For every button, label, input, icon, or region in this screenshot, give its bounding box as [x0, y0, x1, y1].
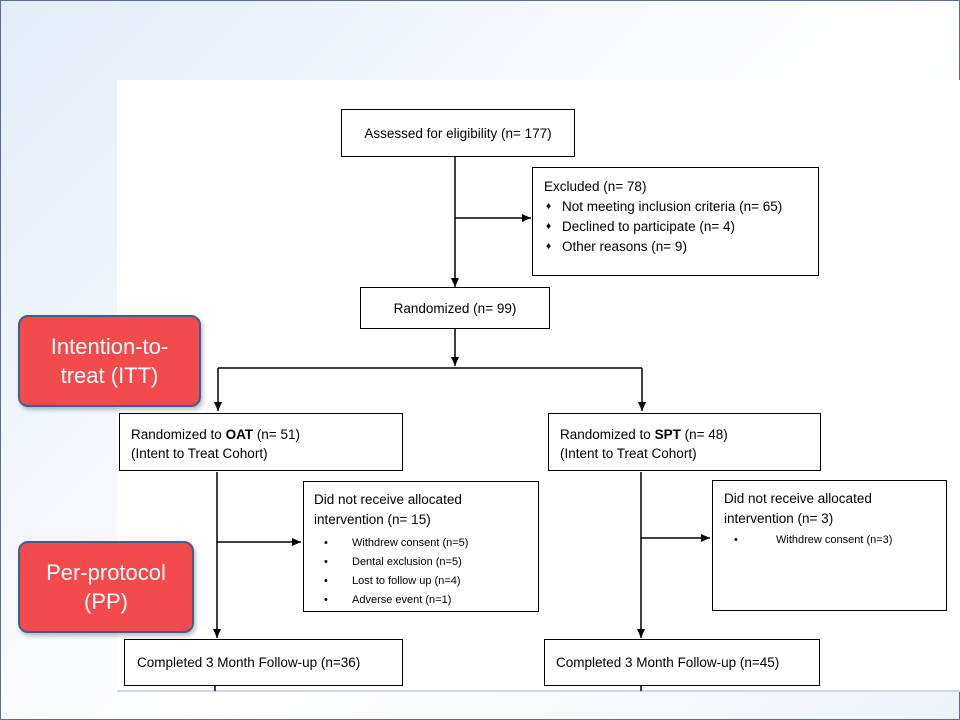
oat-dropout-item: Lost to follow up (n=4) — [314, 572, 538, 591]
assessed-label: Assessed for eligibility (n= 177) — [364, 125, 552, 141]
randomized-box: Randomized (n= 99) — [360, 287, 550, 329]
oat-prefix: Randomized to — [131, 427, 226, 442]
oat-dropout-item: Adverse event (n=1) — [314, 591, 538, 610]
excluded-item: Other reasons (n= 9) — [544, 239, 818, 259]
spt-dropout-list: Withdrew consent (n=3) — [724, 531, 946, 550]
spt-count: (n= 48) — [680, 427, 728, 442]
assessed-box: Assessed for eligibility (n= 177) — [341, 109, 575, 157]
pp-callout: Per-protocol (PP) — [18, 541, 194, 633]
oat-count: (n= 51) — [253, 427, 300, 442]
excluded-item: Not meeting inclusion criteria (n= 65) — [544, 199, 818, 219]
excluded-item: Declined to participate (n= 4) — [544, 219, 818, 239]
oat-arm-box: Randomized to OAT (n= 51) (Intent to Tre… — [119, 413, 403, 471]
panel-bottom-edge — [117, 690, 960, 692]
oat-arm-label: Randomized to OAT (n= 51) — [131, 427, 402, 446]
spt-prefix: Randomized to — [560, 427, 655, 442]
spt-followup-box: Completed 3 Month Follow-up (n=45) — [544, 639, 820, 686]
spt-arm-label: Randomized to SPT (n= 48) — [560, 427, 820, 446]
spt-dropout-item: Withdrew consent (n=3) — [724, 531, 946, 550]
oat-arm-name: OAT — [225, 427, 254, 442]
excluded-title: Excluded (n= 78) — [544, 179, 647, 194]
oat-dropout-list: Withdrew consent (n=5) Dental exclusion … — [314, 534, 538, 610]
spt-followup-label: Completed 3 Month Follow-up (n=45) — [556, 655, 780, 670]
spt-dropout-title-2: intervention (n= 3) — [724, 511, 834, 526]
oat-dropout-box: Did not receive allocated intervention (… — [303, 481, 539, 612]
oat-followup-label: Completed 3 Month Follow-up (n=36) — [137, 655, 361, 670]
pp-callout-line-1: Per-protocol — [46, 560, 166, 585]
spt-arm-name: SPT — [654, 427, 681, 442]
oat-dropout-title-2: intervention (n= 15) — [314, 512, 431, 527]
oat-followup-box: Completed 3 Month Follow-up (n=36) — [124, 639, 403, 686]
spt-dropout-title-1: Did not receive allocated — [724, 491, 872, 506]
oat-dropout-title-1: Did not receive allocated — [314, 492, 462, 507]
spt-dropout-box: Did not receive allocated intervention (… — [712, 480, 947, 611]
itt-callout-line-1: Intention-to- — [50, 334, 169, 359]
spt-cohort: (Intent to Treat Cohort) — [560, 446, 697, 461]
itt-callout-line-2: treat (ITT) — [60, 363, 159, 388]
spt-arm-box: Randomized to SPT (n= 48) (Intent to Tre… — [548, 413, 821, 471]
oat-dropout-item: Withdrew consent (n=5) — [314, 534, 538, 553]
randomized-label: Randomized (n= 99) — [393, 300, 517, 316]
itt-callout: Intention-to- treat (ITT) — [18, 315, 201, 407]
oat-cohort: (Intent to Treat Cohort) — [131, 446, 268, 461]
pp-callout-line-2: (PP) — [84, 589, 128, 614]
oat-dropout-item: Dental exclusion (n=5) — [314, 553, 538, 572]
excluded-box: Excluded (n= 78) Not meeting inclusion c… — [532, 167, 819, 276]
